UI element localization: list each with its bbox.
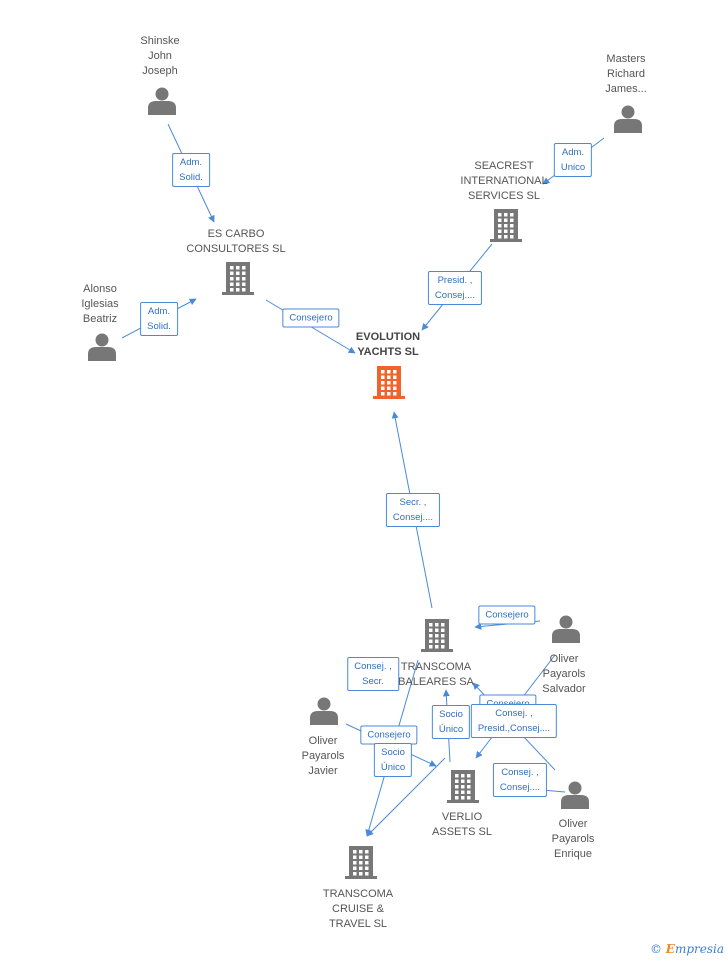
person-icon-alonso[interactable] — [88, 333, 116, 362]
brand-name: mpresia — [674, 942, 724, 956]
node-label-enrique[interactable]: Oliver Payarols Enrique — [551, 818, 595, 860]
copyright-symbol: © — [649, 942, 662, 956]
edge-label-enrique-verlio[interactable]: Consej. , Consej.... — [492, 763, 548, 797]
node-label-alonso[interactable]: Alonso Iglesias Beatriz — [81, 283, 119, 325]
node-label-escarbo[interactable]: ES CARBO CONSULTORES SL — [186, 228, 286, 255]
edge-label-verlio-transcoma[interactable]: Socio Único — [431, 705, 471, 739]
node-label-shinske[interactable]: Shinske John Joseph — [140, 35, 180, 77]
edge-label-seacrest-evolution[interactable]: Presid. , Consej.... — [427, 271, 483, 305]
building-icon-verlio[interactable] — [447, 770, 479, 803]
edge-label-alonso-escarbo[interactable]: Adm. Solid. — [140, 302, 178, 336]
person-icon-shinske[interactable] — [148, 87, 176, 116]
edge-label-verlio-cruise[interactable]: Socio Único — [373, 743, 413, 777]
empresia-brand: © Empresia — [650, 942, 724, 956]
person-icon-salvador[interactable] — [552, 615, 580, 644]
building-icon-escarbo[interactable] — [222, 262, 254, 295]
edge-label-transcoma-cruise[interactable]: Consej. , Secr. — [347, 657, 399, 691]
edge-label-masters-seacrest[interactable]: Adm. Unico — [553, 143, 593, 177]
building-icon-seacrest[interactable] — [490, 209, 522, 242]
node-label-seacrest[interactable]: SEACREST INTERNATIONAL SERVICES SL — [460, 160, 548, 202]
edge-label-transcoma-evolution[interactable]: Secr. , Consej.... — [385, 493, 441, 527]
node-label-verlio[interactable]: VERLIO ASSETS SL — [432, 811, 492, 838]
edge-label-javier-verlio[interactable]: Consejero — [360, 725, 418, 745]
building-icon-evolution[interactable] — [373, 366, 405, 399]
person-icon-javier[interactable] — [310, 697, 338, 726]
edge-verlio-cruise — [366, 757, 446, 837]
edge-label-salvador-transcoma[interactable]: Consejero — [478, 605, 536, 625]
edge-label-shinske-escarbo[interactable]: Adm. Solid. — [172, 153, 210, 187]
building-icon-transcoma[interactable] — [421, 619, 453, 652]
node-label-salvador[interactable]: Oliver Payarols Salvador — [542, 653, 586, 695]
edge-label-escarbo-evolution[interactable]: Consejero — [282, 308, 340, 328]
node-label-cruise[interactable]: TRANSCOMA CRUISE & TRAVEL SL — [322, 888, 394, 930]
person-icon-enrique[interactable] — [561, 781, 589, 810]
node-label-masters[interactable]: Masters Richard James... — [605, 53, 647, 95]
node-label-evolution[interactable]: EVOLUTION YACHTS SL — [355, 331, 421, 358]
building-icon-cruise[interactable] — [345, 846, 377, 879]
node-label-transcoma[interactable]: TRANSCOMA BALEARES SA — [398, 661, 474, 688]
edge-label-enrique-transcoma[interactable]: Consej. , Presid.,Consej.... — [470, 704, 558, 738]
person-icon-masters[interactable] — [614, 105, 642, 134]
brand-initial: E — [665, 942, 675, 956]
node-label-javier[interactable]: Oliver Payarols Javier — [301, 735, 345, 777]
